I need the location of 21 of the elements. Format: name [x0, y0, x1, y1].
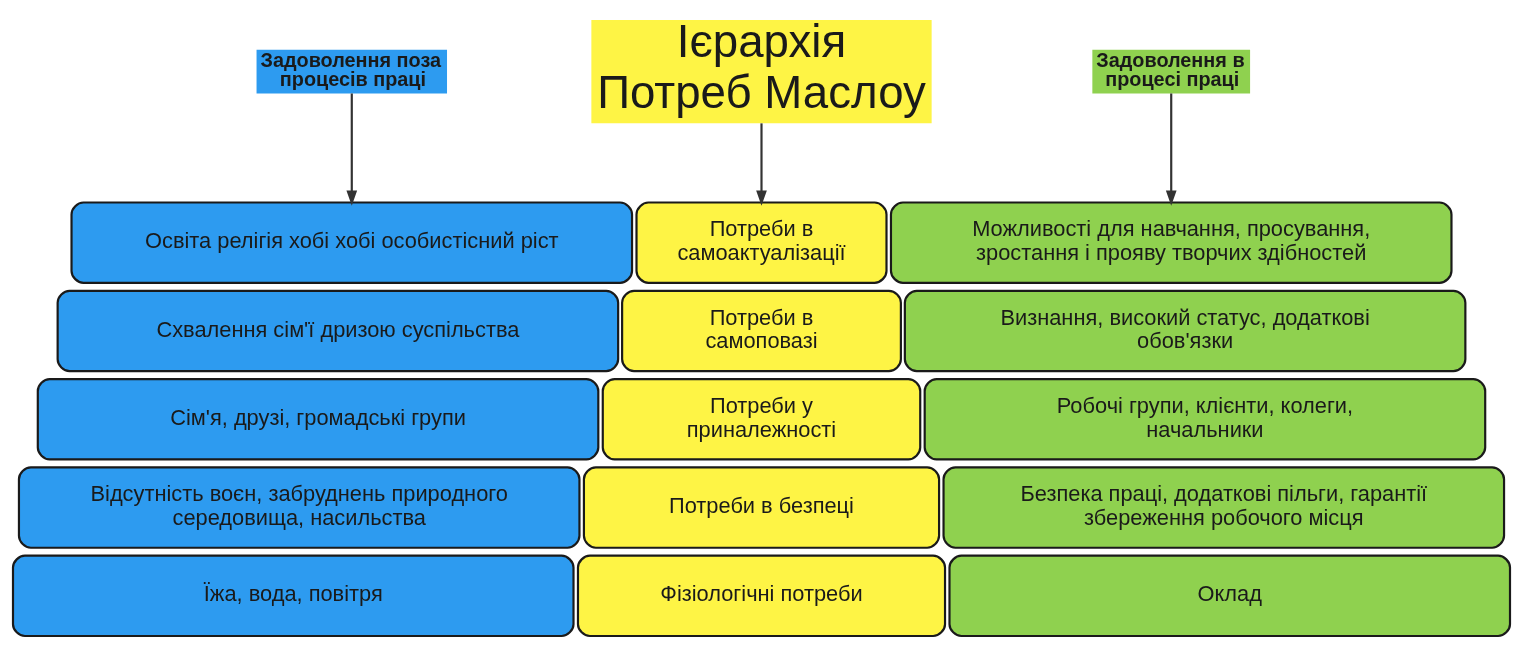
- node-box: Фізіологічні потреби: [576, 554, 947, 638]
- node-box: Потреби в безпеці: [582, 466, 941, 549]
- node-box: Освіта релігія хобі хобі особистісний ріст: [70, 201, 634, 284]
- node-box: Безпека праці, додаткові пільги, гарантії збереження робочого місця: [942, 466, 1506, 549]
- node-box: Ієрархія Потреб Маслоу: [591, 19, 932, 124]
- node-box: Схвалення сім'ї дризою суспільства: [56, 289, 620, 373]
- arrow: [1165, 93, 1177, 206]
- arrow: [756, 123, 767, 206]
- arrow: [346, 93, 358, 206]
- node-box: Відсутність воєн, забруднень природного середовища, насильства: [17, 466, 581, 549]
- node-box: Їжа, вода, повітря: [11, 554, 575, 638]
- node-box: Визнання, високий статус, додаткові обов'язки: [903, 289, 1467, 373]
- node-box: Сім'я, друзі, громадські групи: [36, 378, 600, 461]
- node-box: Робочі групи, клієнти, колеги, начальники: [923, 378, 1487, 461]
- node-box: Потреби в самоповазі: [621, 289, 902, 373]
- node-box: Потреби у приналежності: [601, 378, 922, 461]
- node-box: Можливості для навчання, просування, зростання і прояву творчих здібностей: [889, 201, 1453, 284]
- node-box: Потреби в самоактуалізації: [635, 201, 888, 284]
- node-box: Задоволення в процесі праці: [1092, 49, 1251, 94]
- node-box: Задоволення поза процесів праці: [256, 49, 447, 94]
- node-box: Оклад: [948, 554, 1512, 638]
